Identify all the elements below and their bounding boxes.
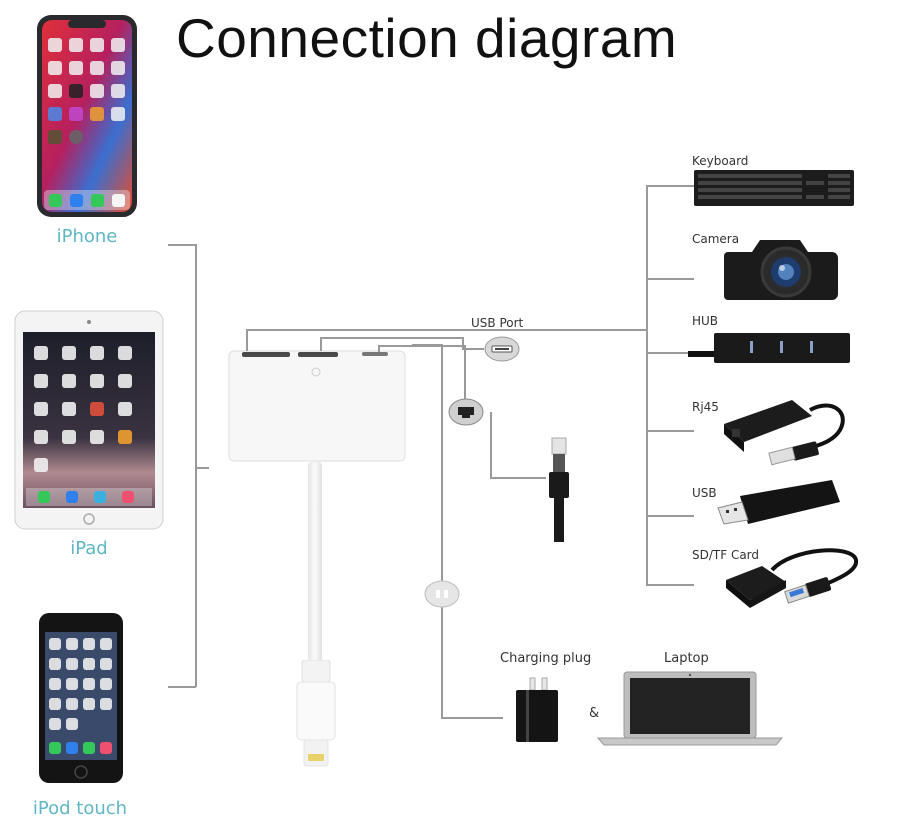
connector-line [246, 329, 248, 351]
connector-line [646, 185, 694, 187]
charging-line [441, 344, 443, 718]
connector-line [646, 584, 694, 586]
connector-line [462, 348, 484, 350]
connector-line [646, 430, 694, 432]
connector-line [646, 278, 694, 280]
accessory-label-usb: USB [692, 486, 717, 500]
accessory-label-camera: Camera [692, 232, 740, 246]
accessory-label-sd-tf-card: SD/TF Card [692, 548, 760, 562]
usb-bracket-line [646, 185, 648, 585]
connector-line [168, 244, 195, 246]
charging-plug-icon [514, 676, 562, 744]
and-label: & [589, 706, 600, 721]
lightning-port-icon [424, 580, 460, 608]
device-label-ipod: iPod touch [32, 798, 128, 819]
iphone-icon [36, 14, 138, 218]
connector-line [168, 686, 196, 688]
usb-flash-drive-icon [716, 478, 842, 528]
usb-port-label: USB Port [471, 316, 524, 330]
rj45-port-icon [448, 398, 484, 426]
card-reader-icon [722, 546, 862, 612]
connector-line [646, 515, 694, 517]
connector-line [646, 352, 694, 354]
accessory-label-rj45: Rj45 [692, 400, 719, 414]
accessory-label-keyboard: Keyboard [692, 154, 749, 168]
adapter-body [228, 350, 406, 462]
charging-line [441, 717, 503, 719]
camera-icon [724, 234, 838, 300]
usb-trunk-line [246, 329, 647, 331]
ethernet-cable-icon [546, 436, 572, 542]
usb-port-icon [484, 336, 520, 362]
connector-line [412, 344, 442, 346]
rj45-line [490, 412, 492, 478]
diagram-title: Connection diagram [176, 7, 678, 69]
keyboard-icon [694, 170, 854, 206]
connector-line [195, 467, 209, 469]
connector-line [378, 345, 464, 347]
accessory-label-hub: HUB [692, 314, 719, 328]
connector-line [320, 337, 462, 339]
connector-line [195, 244, 197, 687]
laptop-label: Laptop [664, 651, 709, 666]
connector-line [378, 345, 380, 352]
charging-plug-label: Charging plug [500, 651, 592, 666]
adapter-cable [308, 462, 322, 662]
usb-hub-icon [688, 332, 852, 364]
device-label-ipad: iPad [70, 538, 108, 559]
device-label-iphone: iPhone [56, 226, 118, 247]
laptop-icon [596, 670, 784, 748]
ipod-icon [38, 612, 124, 784]
ethernet-adapter-icon [722, 394, 852, 466]
rj45-line [490, 477, 546, 479]
connector-line [462, 337, 464, 349]
ipad-icon [14, 310, 164, 530]
connector-line [464, 345, 466, 400]
connector-line [320, 337, 322, 351]
lightning-plug-icon [296, 660, 336, 770]
